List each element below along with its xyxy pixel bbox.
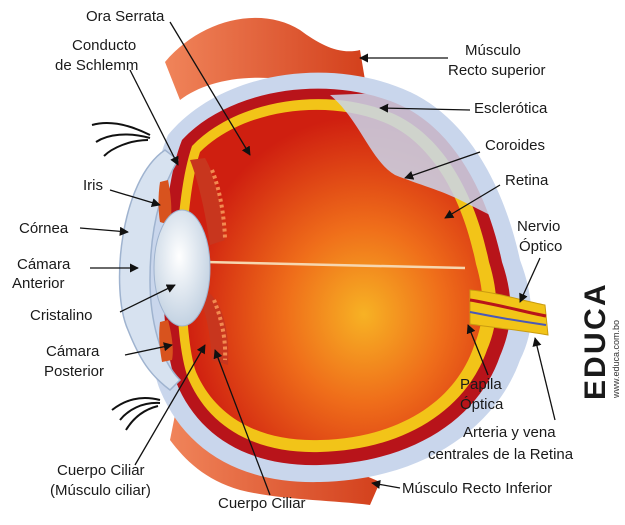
iris xyxy=(158,180,172,225)
upper-eyelash xyxy=(91,122,151,157)
watermark-letter: U xyxy=(579,332,612,354)
label-esclerotica: Esclerótica xyxy=(474,100,548,117)
watermark-letter: C xyxy=(579,308,612,330)
watermark-letter: D xyxy=(579,356,612,378)
watermark-letter: E xyxy=(579,380,612,400)
label-iris: Iris xyxy=(83,177,103,194)
label-papila-optica-line2: Óptica xyxy=(460,396,504,413)
label-musculo-recto-superior-line1: Músculo xyxy=(465,42,521,59)
label-cuerpo-ciliar-musculo-line2: (Músculo ciliar) xyxy=(50,482,151,499)
label-retina: Retina xyxy=(505,172,549,189)
label-camara-anterior-line1: Cámara xyxy=(17,256,71,273)
label-camara-posterior-line2: Posterior xyxy=(44,363,104,380)
label-papila-optica-line1: Papila xyxy=(460,376,502,393)
label-schlemm-line1: Conducto xyxy=(72,37,136,54)
labels: Ora Serrata Conducto de Schlemm Iris Cór… xyxy=(12,8,574,512)
label-camara-anterior-line2: Anterior xyxy=(12,275,65,292)
cornea xyxy=(118,149,182,391)
label-cornea: Córnea xyxy=(19,220,69,237)
optic-nerve xyxy=(469,289,549,336)
watermark-letter: A xyxy=(579,284,612,306)
ciliary-body-upper xyxy=(190,158,225,245)
label-camara-posterior-line1: Cámara xyxy=(46,343,100,360)
ciliary-body-lower xyxy=(195,290,229,365)
label-ora-serrata: Ora Serrata xyxy=(86,8,165,25)
label-coroides: Coroides xyxy=(485,137,545,154)
label-nervio-optico-line2: Óptico xyxy=(519,238,562,255)
leader-lines xyxy=(79,21,556,496)
vitreous-body xyxy=(185,109,483,441)
label-cuerpo-ciliar-musculo-line1: Cuerpo Ciliar xyxy=(57,462,145,479)
label-cristalino: Cristalino xyxy=(30,307,93,324)
crystalline-lens xyxy=(153,209,211,327)
label-schlemm-line2: de Schlemm xyxy=(55,57,138,74)
eye-illustration xyxy=(91,17,549,505)
educa-watermark: E D U C A xyxy=(579,284,612,400)
label-musculo-recto-superior-line2: Recto superior xyxy=(448,62,546,79)
label-musculo-recto-inferior: Músculo Recto Inferior xyxy=(402,480,552,497)
label-cuerpo-ciliar: Cuerpo Ciliar xyxy=(218,495,306,512)
lower-eyelash xyxy=(111,397,161,431)
label-arteria-vena-line1: Arteria y vena xyxy=(463,424,556,441)
label-arteria-vena-line2: centrales de la Retina xyxy=(428,446,574,463)
watermark-url: www.educa.com.bo xyxy=(611,320,621,399)
label-nervio-optico-line1: Nervio xyxy=(517,218,560,235)
